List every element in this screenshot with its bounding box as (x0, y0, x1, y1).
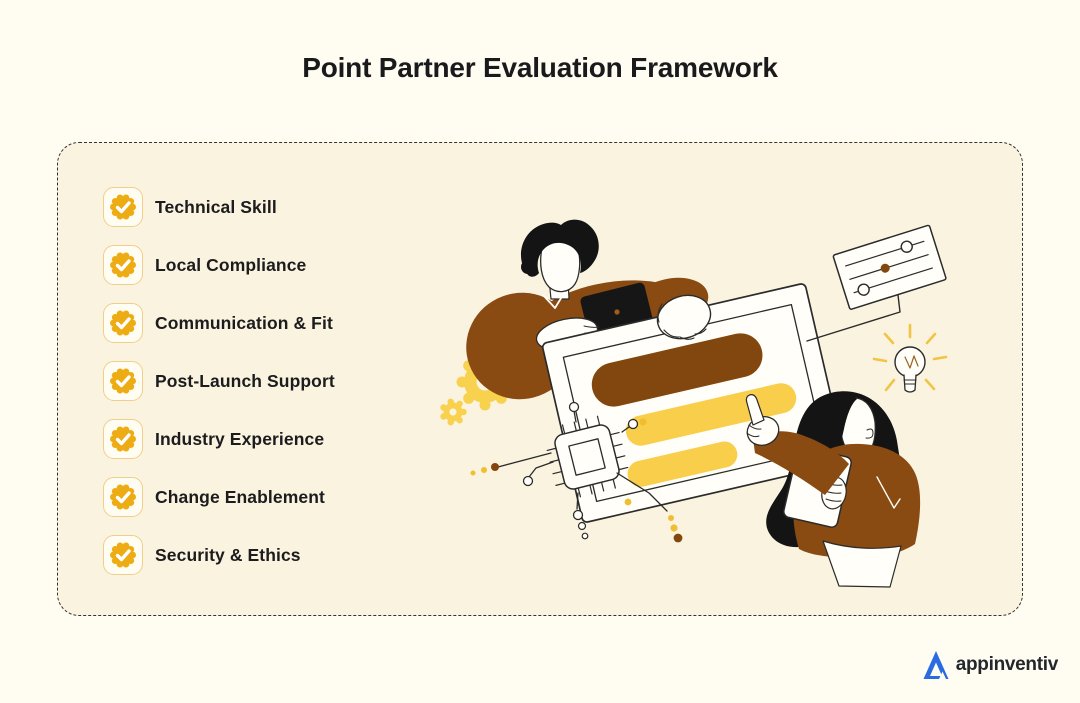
criterion-label: Local Compliance (155, 254, 307, 275)
check-badge (103, 303, 143, 343)
brand-name: appinventiv (955, 654, 1059, 675)
check-badge (103, 419, 143, 459)
check-badge (103, 187, 143, 227)
brand-logo: appinventiv (923, 648, 1058, 682)
check-seal-icon (110, 252, 136, 278)
man-hand-on-card (656, 294, 712, 340)
criterion-label: Post-Launch Support (155, 370, 335, 391)
man-hair (520, 219, 599, 277)
criteria-list: Technical Skill Local Compliance Communi… (103, 187, 335, 575)
check-seal-icon (110, 426, 136, 452)
list-item: Change Enablement (103, 477, 335, 517)
page-title: Point Partner Evaluation Framework (302, 52, 778, 83)
accent-dots (470, 418, 678, 532)
list-item: Post-Launch Support (103, 361, 335, 401)
appinventiv-logo-icon (923, 651, 949, 679)
criterion-label: Change Enablement (155, 486, 325, 507)
woman-skirt (822, 540, 902, 588)
lightbulb-icon (872, 323, 948, 393)
list-item: Security & Ethics (103, 535, 335, 575)
check-badge (103, 245, 143, 285)
criterion-label: Security & Ethics (155, 544, 301, 565)
pointing-finger (745, 394, 765, 426)
evaluation-card (541, 283, 847, 523)
check-seal-icon (110, 194, 136, 220)
check-seal-icon (110, 542, 136, 568)
check-badge (103, 361, 143, 401)
list-item: Local Compliance (103, 245, 335, 285)
criterion-label: Communication & Fit (155, 312, 333, 333)
illustration (440, 219, 948, 588)
card-highlight-bar-2 (627, 441, 738, 487)
card-title-bar (591, 333, 763, 407)
list-item: Industry Experience (103, 419, 335, 459)
content-frame: Technical Skill Local Compliance Communi… (57, 142, 1023, 616)
list-item: Communication & Fit (103, 303, 335, 343)
list-item: Technical Skill (103, 187, 335, 227)
woman-arm (753, 431, 849, 495)
criterion-label: Industry Experience (155, 428, 325, 449)
check-badge (103, 477, 143, 517)
check-seal-icon (110, 484, 136, 510)
cpu-chip-icon (470, 401, 683, 543)
check-seal-icon (110, 310, 136, 336)
criterion-label: Technical Skill (155, 196, 277, 217)
check-seal-icon (110, 368, 136, 394)
woman-with-tablet (745, 391, 921, 588)
check-badge (103, 535, 143, 575)
slider-panel-icon (806, 224, 947, 342)
